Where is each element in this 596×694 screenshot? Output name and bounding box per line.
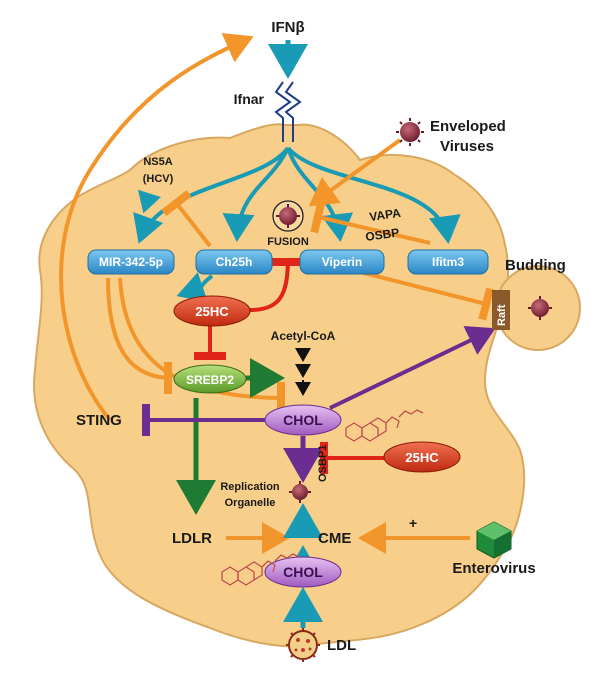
svg-text:MIR-342-5p: MIR-342-5p — [99, 255, 163, 269]
label-organelle: Organelle — [225, 497, 276, 509]
label-enterovirus: Enterovirus — [452, 560, 535, 577]
label-ns5a: NS5A — [143, 156, 172, 168]
svg-text:Ifitm3: Ifitm3 — [432, 255, 464, 269]
label-acetyl-coa: Acetyl-CoA — [271, 329, 336, 343]
svg-text:25HC: 25HC — [405, 450, 439, 465]
label-vapa: VAPA — [368, 206, 402, 224]
node-chol-bottom: CHOL — [264, 556, 342, 588]
label-replication: Replication — [220, 481, 280, 493]
node-25hc-right: 25HC — [383, 441, 461, 473]
receptor-icon — [274, 81, 302, 142]
label-ifnar: Ifnar — [234, 91, 265, 107]
svg-text:CHOL: CHOL — [283, 412, 323, 428]
budding-virus-icon — [528, 296, 552, 320]
sterol-icon — [345, 409, 424, 442]
ifitm3-inhibit-fusion — [310, 200, 431, 245]
mir-inhibit-cholsynth — [118, 277, 286, 414]
label-osbp1: OSBP1 — [317, 445, 329, 482]
label-plus: + — [409, 515, 417, 531]
svg-text:Ch25h: Ch25h — [216, 255, 253, 269]
label-cme: CME — [318, 530, 351, 547]
label-enveloped: Enveloped — [430, 118, 506, 135]
enterovirus-icon — [476, 521, 512, 559]
svg-text:CHOL: CHOL — [283, 564, 323, 580]
label-ldl: LDL — [327, 637, 356, 654]
ldl-particle-icon — [286, 628, 320, 662]
25hc-inhibit-fusion — [249, 257, 304, 312]
node-25hc-top: 25HC — [173, 295, 251, 327]
node-ifitm3: Ifitm3 — [407, 249, 489, 275]
svg-text:SREBP2: SREBP2 — [186, 373, 234, 387]
mir-ns5a-arrow — [137, 189, 162, 214]
svg-text:Viperin: Viperin — [322, 255, 362, 269]
label-budding: Budding — [505, 257, 566, 274]
fusion-virus-icon — [272, 200, 304, 232]
viperin-inhibit-raft — [359, 270, 494, 321]
raft-label: Raft — [496, 304, 508, 326]
chol-to-raft — [329, 325, 496, 410]
node-viperin: Viperin — [299, 249, 385, 275]
label-ldlr: LDLR — [172, 530, 212, 547]
label-fusion: FUSION — [267, 236, 309, 248]
sterol-icon — [221, 553, 300, 586]
mir-inhibit-srebp2 — [106, 277, 173, 394]
virus-icon — [396, 118, 424, 146]
label-sting: STING — [76, 412, 122, 429]
label-osbp: OSBP — [364, 225, 400, 244]
label-viruses: Viruses — [440, 138, 494, 155]
label-ifnb: IFNβ — [271, 19, 304, 36]
svg-text:25HC: 25HC — [195, 304, 229, 319]
arrow-virus-fusion — [308, 138, 402, 207]
ch25h-to-ns5a — [161, 190, 212, 248]
label-hcv: (HCV) — [143, 173, 174, 185]
node-mir-342-5p: MIR-342-5p — [87, 249, 175, 275]
replication-virus-icon — [289, 481, 311, 503]
raft-box — [492, 290, 510, 330]
sting-to-ifnb-arrow — [59, 33, 254, 422]
node-srebp2: SREBP2 — [173, 364, 247, 394]
node-ch25h: Ch25h — [195, 249, 273, 275]
node-chol-top: CHOL — [264, 404, 342, 436]
